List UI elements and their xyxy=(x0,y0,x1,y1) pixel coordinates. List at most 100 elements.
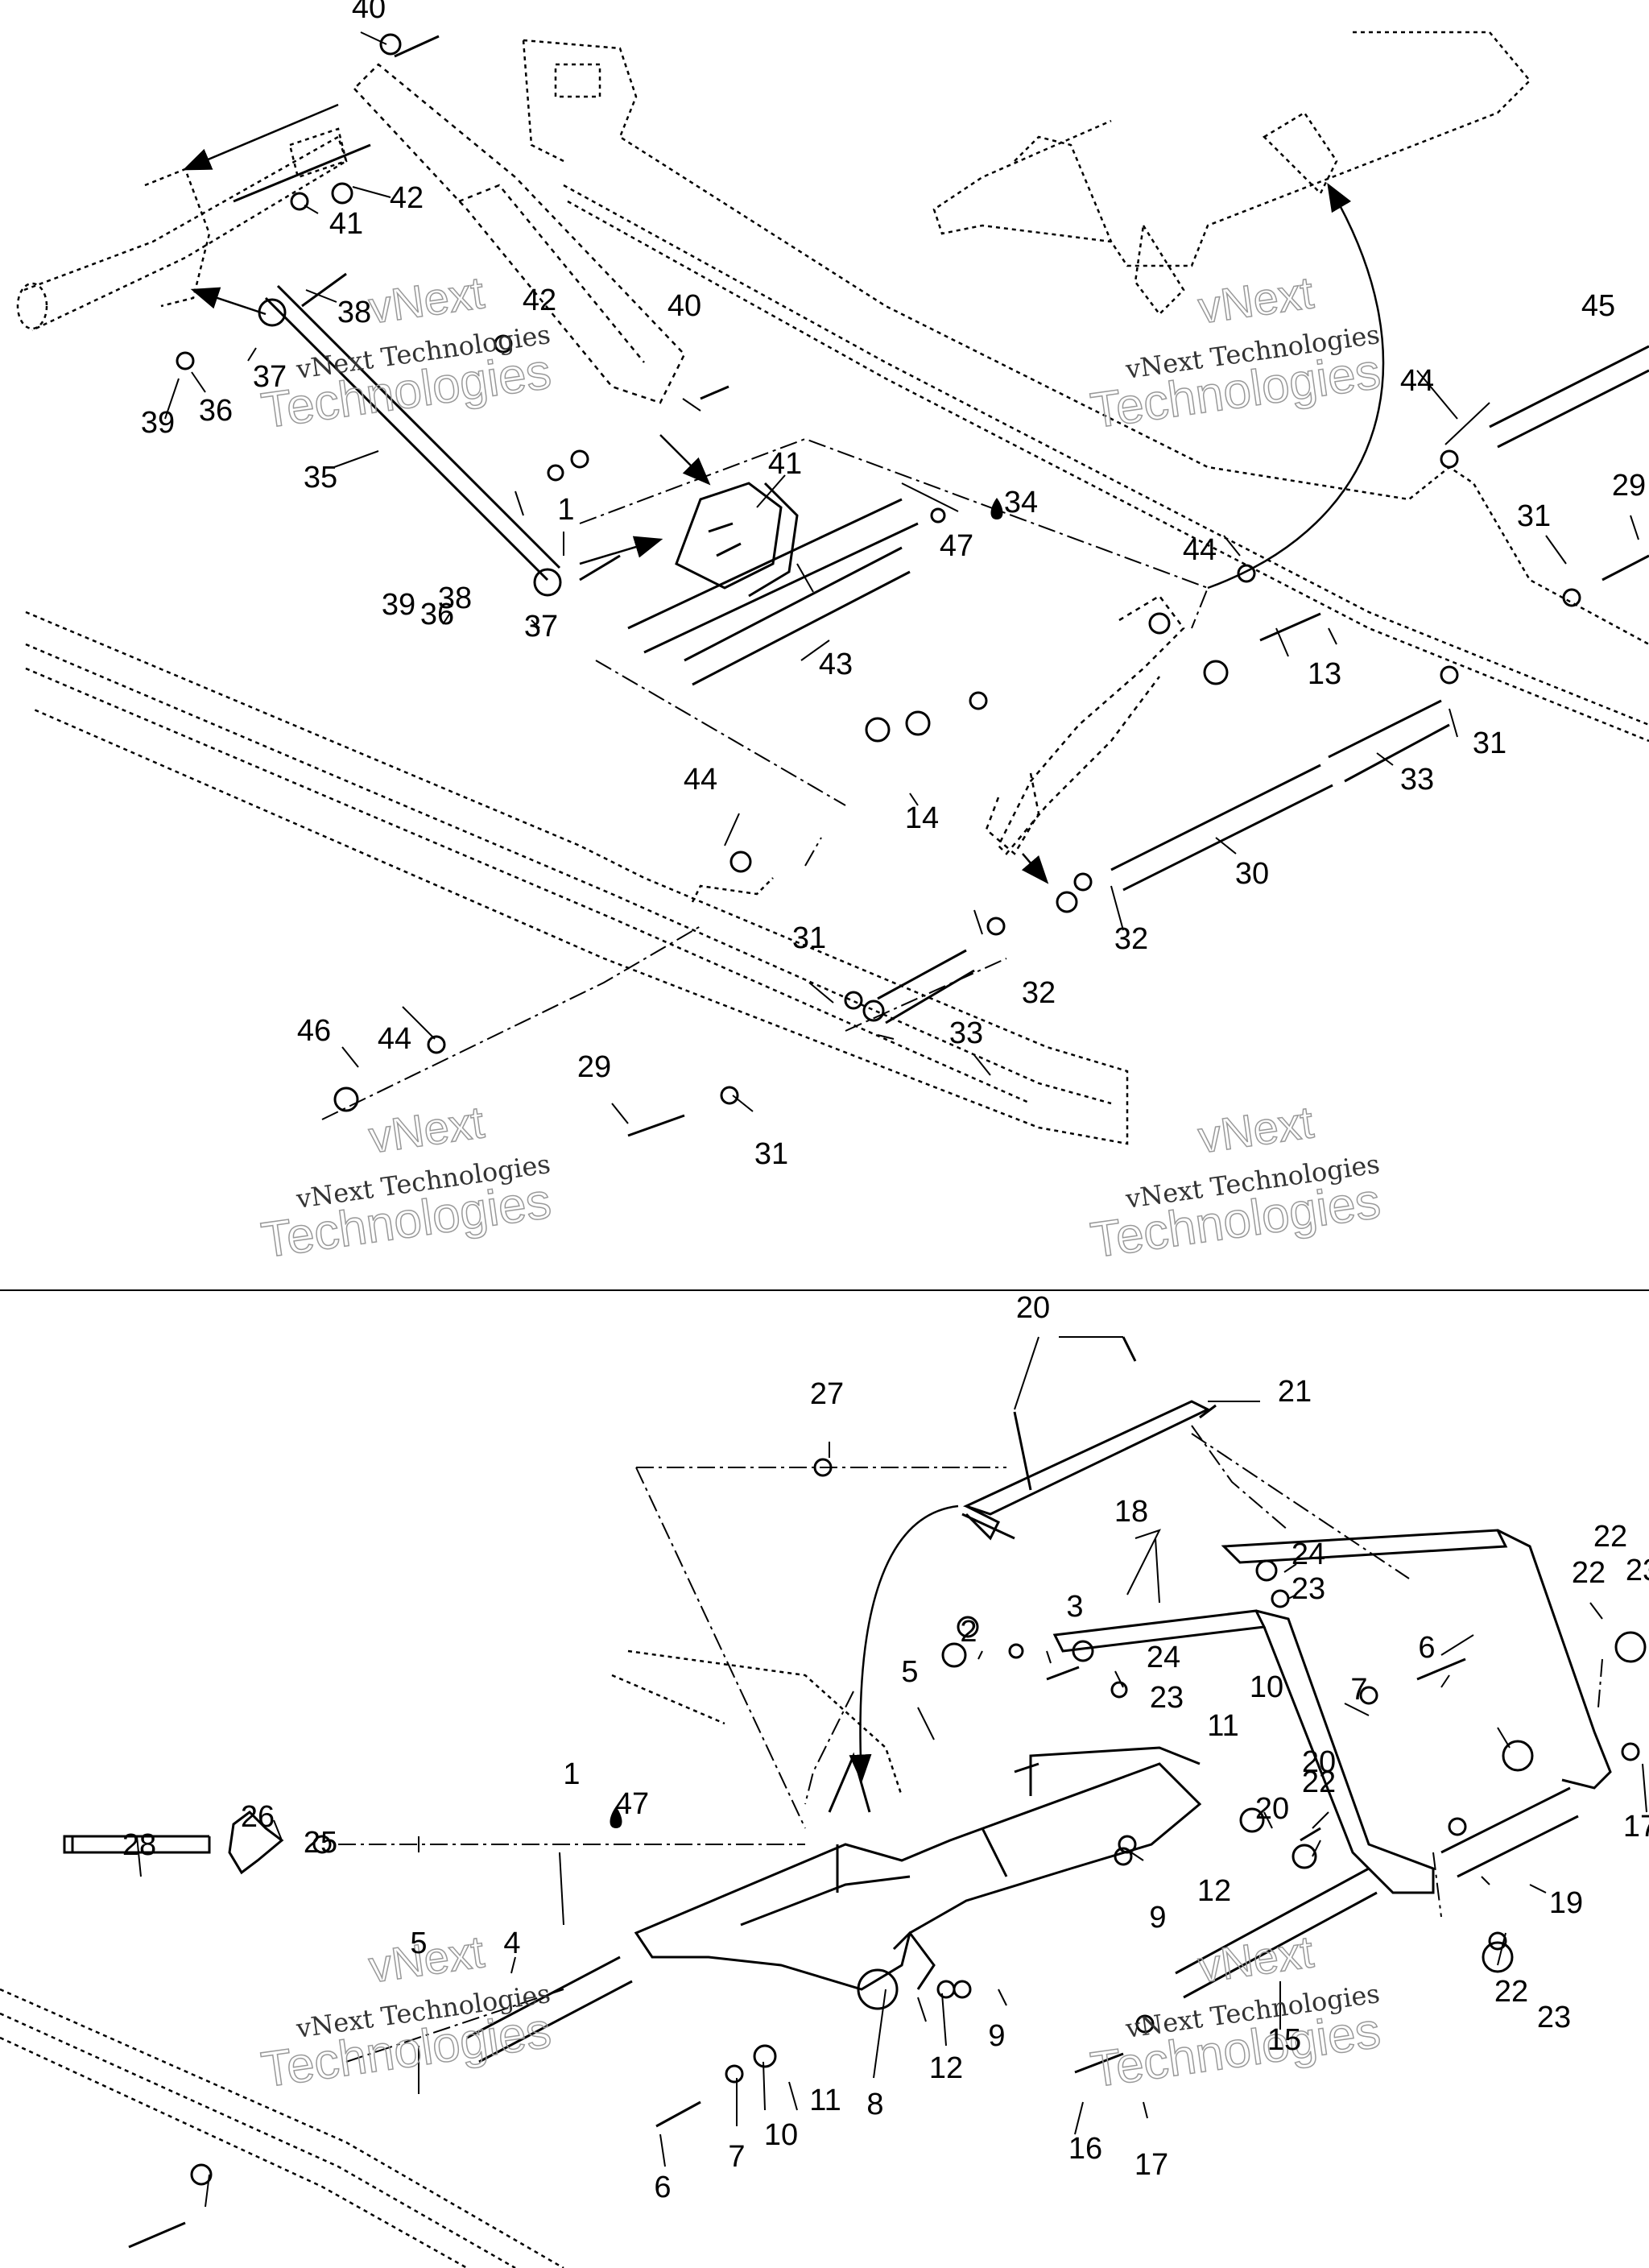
part-callout-bottom-19: 26 xyxy=(241,1800,275,1834)
watermark-text: vNext xyxy=(366,267,487,333)
part-callout-bottom-21: 28 xyxy=(122,1828,156,1862)
part-callout-top-29: 44 xyxy=(684,763,717,797)
part-callout-bottom-30: 19 xyxy=(1549,1886,1583,1920)
part-callout-top-12: 47 xyxy=(940,529,973,563)
leaders-top xyxy=(164,31,1639,1124)
part-callout-top-26: 33 xyxy=(1400,763,1434,797)
mount-plate-21 xyxy=(961,1400,1217,1541)
part-callout-top-2: 41 xyxy=(329,207,363,241)
part-callout-bottom-29: 9 xyxy=(988,2019,1005,2053)
part-callout-bottom-37: 16 xyxy=(1068,2132,1102,2166)
part-callout-bottom-24: 12 xyxy=(1197,1874,1231,1908)
hardware-bottom xyxy=(190,1458,1647,2186)
part-callout-top-22: 29 xyxy=(1612,469,1646,503)
part-callout-bottom-9: 23 xyxy=(1150,1681,1184,1715)
alignment-lines-top xyxy=(321,437,1209,1120)
part-callout-bottom-14: 11 xyxy=(1207,1709,1238,1743)
part-callout-bottom-11: 6 xyxy=(1418,1631,1435,1665)
part-callout-top-23: 31 xyxy=(1517,499,1551,533)
left-slide-rail-bottom xyxy=(0,1649,903,2268)
part-callout-top-0: 40 xyxy=(352,0,386,25)
part-callout-bottom-0: 20 xyxy=(1016,1291,1050,1325)
part-callout-top-13: 1 xyxy=(557,493,574,527)
part-callout-bottom-8: 2 xyxy=(960,1615,977,1649)
part-callout-bottom-35: 6 xyxy=(654,2171,671,2204)
part-callout-top-33: 33 xyxy=(949,1016,983,1050)
watermark-text: vNext xyxy=(366,1096,487,1162)
part-callout-top-9: 42 xyxy=(523,284,556,317)
part-callout-bottom-15: 22 xyxy=(1572,1556,1606,1590)
part-callout-bottom-10: 5 xyxy=(901,1655,918,1689)
stopper-brackets xyxy=(1052,1529,1612,1999)
center-bracket-34 xyxy=(675,482,799,598)
part-callout-top-4: 37 xyxy=(253,360,287,394)
part-callout-top-1: 42 xyxy=(390,181,424,215)
part-callout-bottom-20: 22 xyxy=(1302,1765,1336,1799)
part-callout-bottom-23: 20 xyxy=(1255,1792,1289,1826)
part-callout-bottom-27: 5 xyxy=(410,1927,427,1960)
part-callout-top-32: 32 xyxy=(1022,976,1056,1010)
part-callout-top-35: 46 xyxy=(297,1014,331,1048)
part-callout-bottom-13: 10 xyxy=(1250,1670,1283,1704)
callouts: 4042413837363935404241344713836393743444… xyxy=(122,0,1649,2204)
part-callout-bottom-42: 22 xyxy=(1593,1520,1627,1554)
part-callout-top-6: 39 xyxy=(141,406,175,440)
watermark-text: vNext xyxy=(1195,1926,1316,1992)
leaders-bottom xyxy=(136,1336,1647,2208)
part-callout-top-14: 38 xyxy=(438,581,472,615)
part-callout-bottom-1: 21 xyxy=(1278,1375,1312,1409)
rear-upper-frame xyxy=(932,31,1531,316)
rear-swing-arm xyxy=(634,1746,1202,1991)
part-callout-top-36: 29 xyxy=(577,1050,611,1084)
front-arm-bracket xyxy=(16,127,348,332)
part-callout-bottom-38: 17 xyxy=(1134,2148,1168,2182)
part-callout-top-5: 36 xyxy=(199,394,233,428)
part-callout-top-8: 40 xyxy=(667,289,701,323)
watermark-text: vNext xyxy=(1195,267,1316,333)
part-callout-top-7: 35 xyxy=(304,461,337,495)
bottom-assembly xyxy=(0,1336,1647,2268)
part-callout-bottom-26: 4 xyxy=(503,1927,520,1960)
part-callout-bottom-31: 8 xyxy=(866,2088,883,2121)
part-callout-top-19: 44 xyxy=(1183,533,1217,567)
part-callout-bottom-12: 7 xyxy=(1350,1673,1367,1707)
part-callout-bottom-41: 17 xyxy=(1623,1810,1649,1844)
part-callout-top-25: 31 xyxy=(1473,726,1506,760)
lubricant-drop-icon xyxy=(610,498,1003,1828)
bolts-top xyxy=(301,35,1649,1137)
part-callout-bottom-39: 22 xyxy=(1494,1975,1528,2009)
part-callout-bottom-5: 23 xyxy=(1292,1572,1325,1606)
part-callout-bottom-7: 24 xyxy=(1147,1641,1180,1674)
part-callout-top-27: 14 xyxy=(905,801,939,835)
part-callout-top-37: 31 xyxy=(754,1137,788,1171)
part-callout-top-30: 32 xyxy=(1114,922,1148,956)
part-callout-top-21: 44 xyxy=(1400,364,1434,398)
part-callout-bottom-40: 23 xyxy=(1537,2001,1571,2034)
part-callout-top-3: 38 xyxy=(337,296,371,329)
part-callout-bottom-28: 12 xyxy=(929,2051,963,2085)
part-callout-bottom-34: 7 xyxy=(728,2140,745,2174)
part-callout-bottom-22: 25 xyxy=(304,1826,337,1860)
part-callout-bottom-6: 3 xyxy=(1066,1590,1083,1624)
part-callout-bottom-32: 11 xyxy=(809,2084,841,2117)
part-callout-bottom-33: 10 xyxy=(764,2118,798,2152)
part-callout-top-17: 37 xyxy=(524,610,558,644)
part-callout-bottom-25: 9 xyxy=(1149,1901,1166,1935)
part-callout-top-31: 31 xyxy=(792,921,826,955)
part-callout-top-16: 39 xyxy=(382,588,415,622)
arrows-top xyxy=(182,103,1385,884)
part-callout-bottom-2: 27 xyxy=(810,1377,844,1411)
mount-arrow xyxy=(849,1504,959,1783)
alignment-lines-bottom xyxy=(338,1425,1603,2063)
watermark-text: vNext xyxy=(1195,1096,1316,1162)
part-callout-top-20: 45 xyxy=(1581,289,1615,323)
part-callout-top-34: 44 xyxy=(378,1022,411,1056)
part-callout-bottom-36: 15 xyxy=(1267,2023,1301,2057)
front-shock-outline xyxy=(353,63,686,404)
part-callout-top-24: 13 xyxy=(1308,657,1341,691)
